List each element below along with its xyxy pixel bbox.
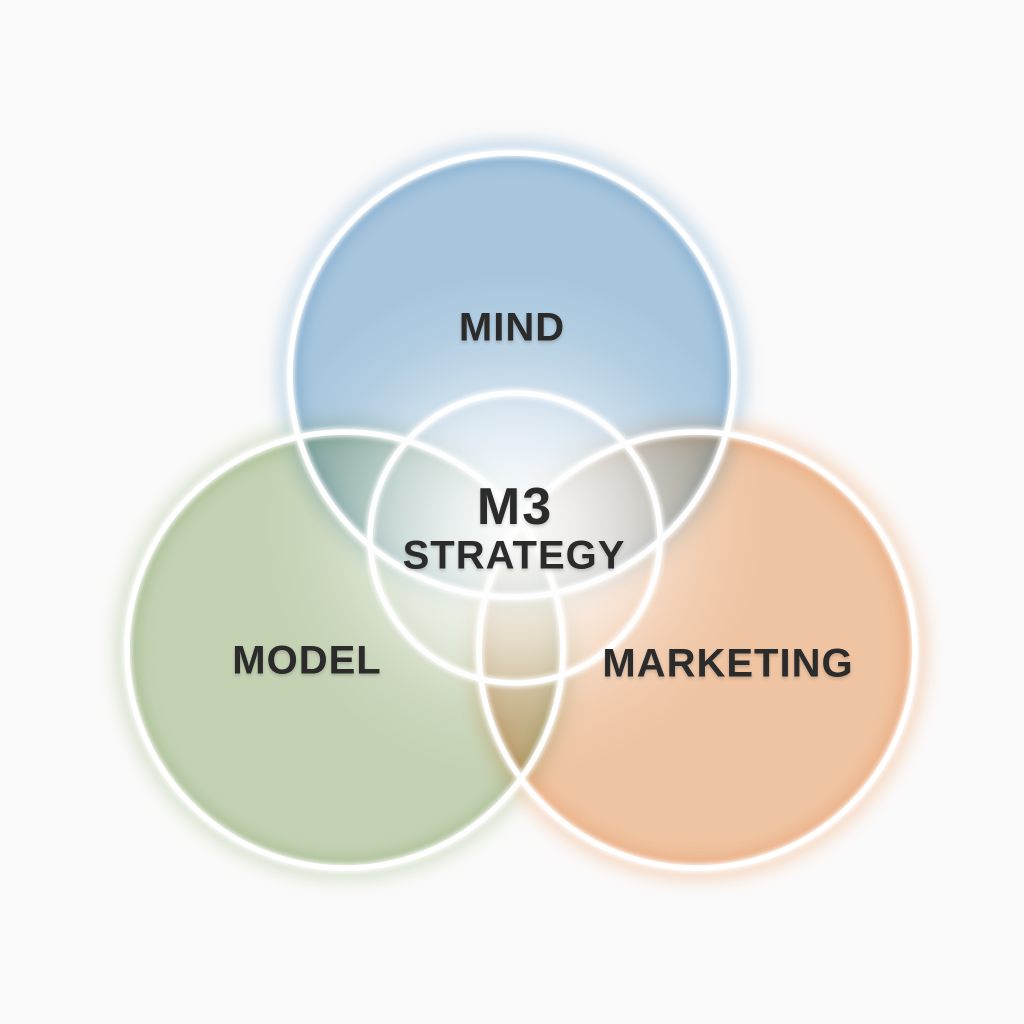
circle-label-model: MODEL [232, 638, 382, 683]
center-circle-outline [367, 390, 663, 686]
circle-label-mind: MIND [458, 305, 566, 350]
center-label-strategy: STRATEGY [402, 533, 626, 578]
center-label-m3: M3 [476, 478, 554, 536]
circle-outlines [124, 150, 918, 871]
circle-label-marketing: MARKETING [602, 641, 854, 686]
mind-circle-outline [287, 150, 737, 600]
marketing-circle-outline [476, 429, 918, 871]
model-circle-outline [124, 429, 566, 871]
